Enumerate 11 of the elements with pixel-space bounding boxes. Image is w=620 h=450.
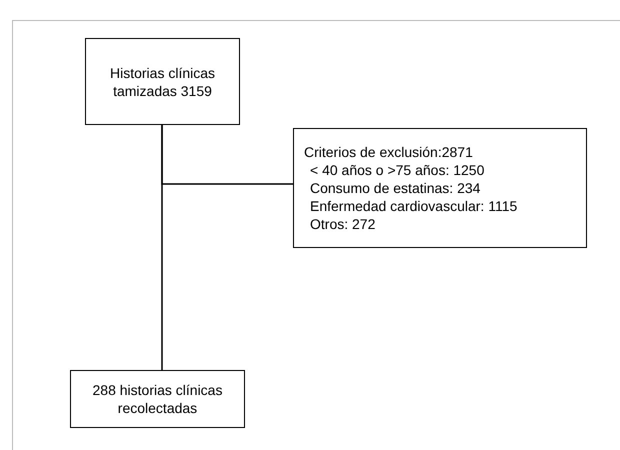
list-item: Consumo de estatinas: 234 (309, 179, 480, 197)
box-text: 288 historias clínicas recolectadas (92, 381, 224, 417)
process-box (85, 38, 240, 125)
list-item: Otros: 272 (309, 215, 376, 233)
list-item: < 40 años o >75 años: 1250 (309, 161, 484, 179)
process-box (70, 370, 245, 428)
box-heading: Criterios de exclusión:2871 (304, 143, 473, 161)
connector-line (161, 125, 293, 185)
box-text: Historias clínicas tamizadas 3159 (108, 64, 216, 100)
process-box (293, 128, 587, 248)
list-item: Enfermedad cardiovascular: 1115 (309, 197, 518, 215)
